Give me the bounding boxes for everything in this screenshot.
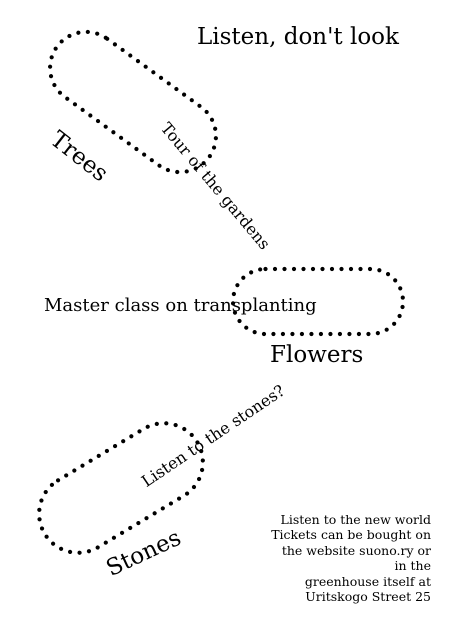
- info-line: greenhouse itself at: [304, 573, 431, 589]
- info-line: in the: [394, 558, 432, 574]
- info-line: the website suono.ry or: [281, 542, 431, 558]
- stones-dotted-outline: [37, 421, 205, 555]
- poster-title: Listen, don't look: [197, 24, 399, 50]
- flowers-dotted-outline: [230, 266, 406, 337]
- flowers-label: Flowers: [270, 342, 364, 368]
- info-line: Tickets can be bought on: [271, 527, 431, 543]
- ticket-info: Listen to the new world Tickets can be b…: [231, 512, 431, 604]
- info-line: Uritskogo Street 25: [305, 589, 431, 605]
- trees-dotted-outline: [47, 29, 219, 175]
- info-line: Listen to the new world: [280, 512, 431, 527]
- master-class-label: Master class on transplanting: [44, 295, 317, 316]
